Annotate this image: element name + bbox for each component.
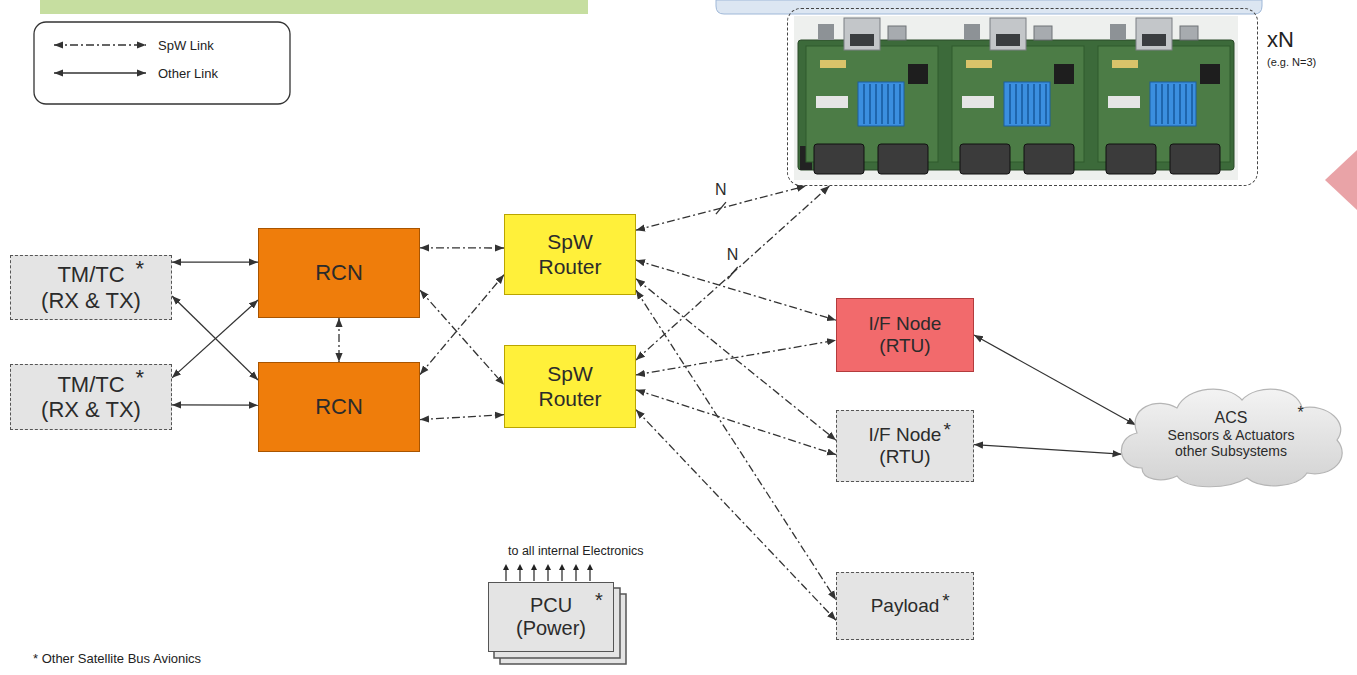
node-text: TM/TC [57, 372, 124, 397]
header-band [716, 0, 1262, 14]
edge-label: N [725, 246, 741, 264]
node-text: I/F Node [869, 424, 942, 446]
rcn-box: RCN [258, 362, 420, 452]
legend-row: Other Link [52, 62, 218, 84]
processor-module [806, 18, 938, 174]
power-arrows [503, 564, 593, 581]
node-text: I/F Node [869, 313, 942, 335]
footnote-star: * [943, 420, 950, 439]
spw-link [636, 279, 836, 440]
node-text: PCU [530, 594, 572, 617]
header-band [40, 0, 588, 14]
interface-box: I/F Node(RTU) [836, 298, 974, 372]
node-text: (RX & TX) [41, 288, 141, 313]
legend-line [54, 44, 146, 45]
footnote-star: * [942, 591, 949, 610]
legend-sample [52, 66, 148, 80]
node-text: (RX & TX) [41, 397, 141, 422]
node-text: SpW Router [523, 230, 618, 278]
footnote-star: * [595, 590, 603, 610]
legend-sample [52, 38, 148, 52]
photo-ground [794, 16, 1238, 180]
footnote-star: * [136, 367, 145, 389]
legend-row: SpW Link [52, 34, 214, 56]
cloud-outline [1121, 389, 1342, 487]
legend-frame [34, 22, 290, 104]
router-box: SpW Router [504, 345, 636, 428]
legend-text: SpW Link [158, 38, 214, 53]
node-text: Sensors & Actuators other Subsystems [1156, 427, 1306, 459]
node-text: (RTU) [879, 335, 930, 357]
subsystem-cloud: ACS * Sensors & Actuators other Subsystems [1112, 378, 1350, 490]
edge-label: N [713, 181, 729, 199]
interface-box: I/F Node* (RTU) [836, 410, 974, 482]
board-photo [794, 16, 1238, 180]
node-text: (e.g. N=3) [1267, 57, 1316, 68]
bus-width-tick [716, 202, 726, 214]
power-box: PCU * (Power) [488, 582, 614, 652]
node-text: Payload [871, 595, 940, 617]
spw-link [636, 260, 836, 320]
distribution-note: to all internal Electronics [508, 545, 643, 559]
spw-link [338, 318, 339, 362]
node-text: SpW Router [523, 362, 618, 410]
footnote-star: * [1297, 405, 1303, 421]
bus-width-tick [728, 267, 738, 279]
module-group: xN(e.g. N=3) [787, 8, 1258, 186]
other-link [172, 296, 258, 380]
other-link [974, 335, 1136, 425]
spw-link [636, 186, 829, 360]
node-text: RCN [315, 394, 363, 419]
legend-text: Other Link [158, 66, 218, 81]
other-link [172, 261, 258, 262]
footnote: * Other Satellite Bus Avionics [33, 652, 201, 666]
payload-box: Payload* [836, 572, 974, 640]
spw-link [420, 275, 504, 375]
node-text: xN [1267, 29, 1294, 51]
rcn-box: RCN [258, 228, 420, 318]
spw-link [420, 247, 504, 249]
other-link [172, 404, 258, 406]
footnote-star: * [136, 258, 145, 280]
node-text: ACS [1215, 409, 1248, 427]
tmtc-box: TM/TC * (RX & TX) [10, 255, 172, 320]
processor-module [1098, 18, 1230, 174]
node-text: TM/TC [57, 262, 124, 287]
pointer-triangle [1325, 150, 1357, 210]
node-text: RCN [315, 260, 363, 285]
spw-link [420, 415, 504, 420]
node-text: (Power) [516, 617, 586, 640]
other-link [974, 445, 1122, 455]
spw-link [636, 390, 836, 455]
legend-line [54, 72, 146, 73]
spw-link [420, 290, 504, 385]
spw-link [636, 410, 836, 621]
other-link [172, 300, 258, 378]
spw-link [636, 340, 836, 375]
processor-module [952, 18, 1084, 174]
router-box: SpW Router [504, 214, 636, 295]
tmtc-box: TM/TC * (RX & TX) [10, 364, 172, 430]
spw-link [636, 290, 836, 600]
node-text: (RTU) [879, 446, 930, 468]
